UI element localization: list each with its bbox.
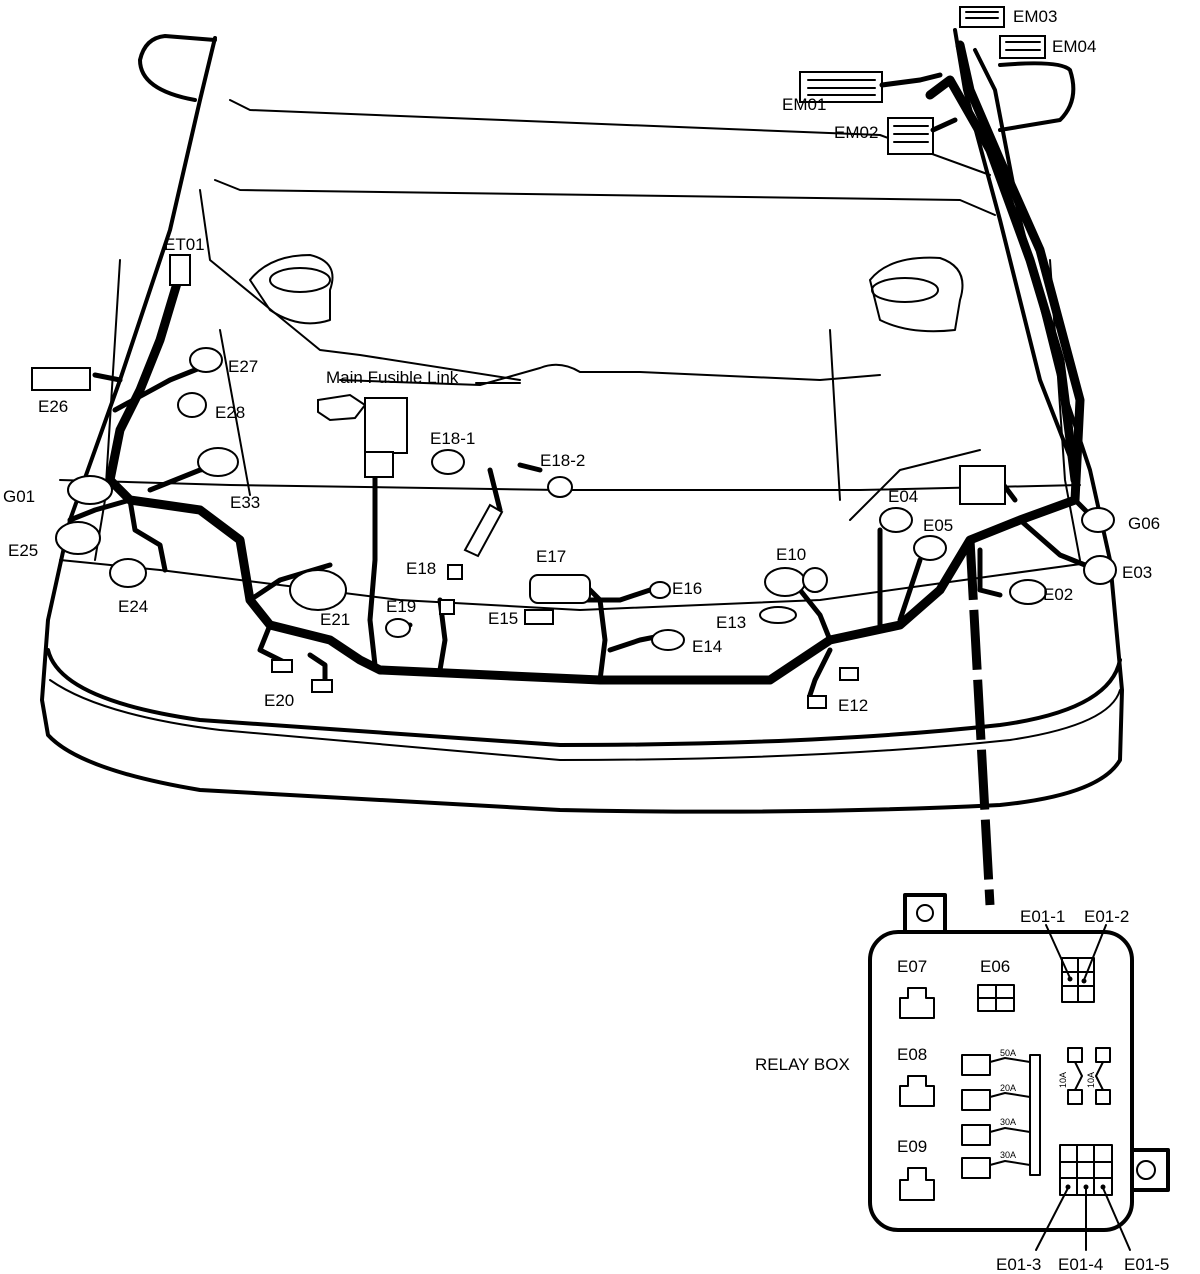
relay-box-body: [868, 930, 1134, 1232]
label-e14: E14: [692, 637, 722, 656]
label-e10: E10: [776, 545, 806, 564]
label-e26: E26: [38, 397, 68, 416]
label-e28: E28: [215, 403, 245, 422]
label-em03: EM03: [1013, 7, 1057, 26]
label-e15: E15: [488, 609, 518, 628]
relay-e01-2-label: E01-2: [1084, 907, 1129, 926]
relay-box: RELAY BOX E07 E06 E01-1 E01-2 E08 E09: [755, 893, 1170, 1274]
relay-e01-1-label: E01-1: [1020, 907, 1065, 926]
fuse-4-rating: 30A: [1000, 1150, 1016, 1160]
label-e25: E25: [8, 541, 38, 560]
label-em01: EM01: [782, 95, 826, 114]
relay-e06-label: E06: [980, 957, 1010, 976]
label-e13: E13: [716, 613, 746, 632]
label-e02: E02: [1043, 585, 1073, 604]
label-e19: E19: [386, 597, 416, 616]
label-e03: E03: [1122, 563, 1152, 582]
label-e18-2: E18-2: [540, 451, 585, 470]
fuse-1-rating: 50A: [1000, 1048, 1016, 1058]
label-e18: E18: [406, 559, 436, 578]
label-e18-1: E18-1: [430, 429, 475, 448]
main-harness: [67, 40, 1093, 698]
label-em02: EM02: [834, 123, 878, 142]
relay-e07-label: E07: [897, 957, 927, 976]
label-e04: E04: [888, 487, 918, 506]
label-g01: G01: [3, 487, 35, 506]
label-e24: E24: [118, 597, 148, 616]
label-e12: E12: [838, 696, 868, 715]
connector-graphics: [31, 6, 1117, 709]
small-fuse-1-rating: 10A: [1058, 1072, 1068, 1088]
label-e27: E27: [228, 357, 258, 376]
relay-e09-label: E09: [897, 1137, 927, 1156]
fuse-2-rating: 20A: [1000, 1083, 1016, 1093]
label-et01: ET01: [164, 235, 205, 254]
small-fuse-2-rating: 10A: [1086, 1072, 1096, 1088]
connector-labels: EM03 EM04 EM01 EM02 ET01 E27 Main Fusibl…: [3, 7, 1160, 715]
label-e33: E33: [230, 493, 260, 512]
fuse-3-rating: 30A: [1000, 1117, 1016, 1127]
label-e16: E16: [672, 579, 702, 598]
label-e05: E05: [923, 516, 953, 535]
relay-e08-label: E08: [897, 1045, 927, 1064]
relay-e01-3-label: E01-3: [996, 1255, 1041, 1274]
label-e20: E20: [264, 691, 294, 710]
label-e17: E17: [536, 547, 566, 566]
car-body: [40, 28, 1124, 814]
relay-box-leader: [965, 539, 995, 906]
relay-e01-4-label: E01-4: [1058, 1255, 1103, 1274]
label-em04: EM04: [1052, 37, 1096, 56]
label-e21: E21: [320, 610, 350, 629]
label-g06: G06: [1128, 514, 1160, 533]
relay-e01-5-label: E01-5: [1124, 1255, 1169, 1274]
label-main-fusible-link: Main Fusible Link: [326, 368, 459, 387]
relay-box-title: RELAY BOX: [755, 1055, 850, 1074]
